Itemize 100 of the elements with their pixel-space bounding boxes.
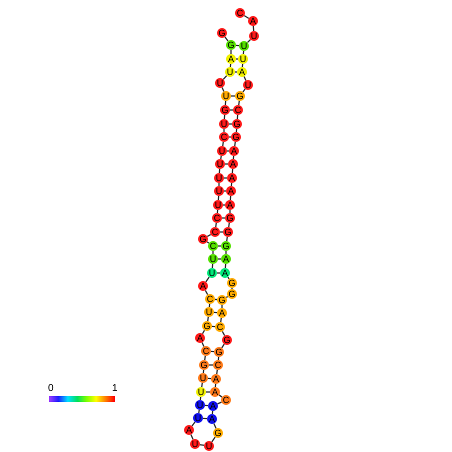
nucleotide-circle: G xyxy=(199,360,209,370)
scale-label: 1 xyxy=(112,384,118,394)
nucleotide-circle: A xyxy=(228,159,238,169)
nucleotide-circle: G xyxy=(225,213,235,223)
backbone-line xyxy=(215,222,217,228)
nucleotide-circle: G xyxy=(221,241,231,251)
backbone-line xyxy=(211,436,216,442)
nucleotide-circle: C xyxy=(213,360,223,370)
nucleotide-circle: A xyxy=(226,186,236,196)
backbone-line xyxy=(201,382,203,388)
nucleotide-circle: C xyxy=(233,105,243,115)
nucleotide-circle: U xyxy=(217,146,227,156)
nucleotide-circle: C xyxy=(201,346,211,356)
backbone-line xyxy=(231,288,233,289)
backbone-line xyxy=(220,156,222,160)
backbone-line xyxy=(206,241,210,244)
backbone-line xyxy=(207,316,209,322)
nucleotide-circle: U xyxy=(219,119,229,129)
nucleotide-circle: A xyxy=(237,67,247,77)
nucleotide-circle: C xyxy=(212,213,222,223)
nucleotide-circle: C xyxy=(235,8,245,18)
nucleotide-circle: U xyxy=(249,31,259,41)
backbone-line xyxy=(204,356,206,360)
backbone-line xyxy=(222,75,228,80)
backbone-line xyxy=(228,222,230,228)
nucleotide-circle: A xyxy=(195,333,205,343)
backbone-line xyxy=(221,344,225,348)
nucleotide-circle: U xyxy=(190,439,200,449)
backbone-line xyxy=(218,394,222,398)
nucleotide-circle: C xyxy=(205,294,215,304)
nucleotide-circle: A xyxy=(211,374,221,384)
nucleotide-circle: G xyxy=(226,40,236,50)
backbone-line xyxy=(220,318,222,322)
nucleotide-circle: U xyxy=(214,173,224,183)
nucleotide-circle: A xyxy=(184,425,194,435)
backbone-line xyxy=(191,422,196,426)
nucleotide-circle: G xyxy=(220,105,230,115)
backbone-line xyxy=(234,142,236,146)
nucleotide-circle: C xyxy=(219,132,229,142)
nucleotide-circle: G xyxy=(214,347,224,357)
nucleotide-circle: U xyxy=(207,268,217,278)
backbone-line xyxy=(252,26,254,32)
nucleotide-circle: U xyxy=(239,41,249,51)
nucleotide-circle: U xyxy=(196,387,206,397)
nucleotide-circle: G xyxy=(202,321,212,331)
nucleotide-circle: G xyxy=(222,335,232,345)
backbone-line xyxy=(217,402,222,404)
nucleotide-circle: G xyxy=(198,234,208,244)
nucleotide-circle: U xyxy=(221,91,231,101)
nucleotide-circle: U xyxy=(243,80,253,90)
backbone-line xyxy=(204,290,208,295)
nucleotide-circle: U xyxy=(195,400,205,410)
nucleotide-circle: G xyxy=(231,132,241,142)
nucleotide-circle: U xyxy=(214,186,224,196)
backbone-line xyxy=(213,423,217,429)
nucleotide-circle: G xyxy=(232,119,242,129)
backbone-line xyxy=(222,142,224,146)
nucleotide-circle: U xyxy=(204,441,214,451)
nucleotide-circle: U xyxy=(208,254,218,264)
nucleotide-circle: A xyxy=(221,254,231,264)
nucleotide-circle: C xyxy=(208,241,218,251)
nucleotide-circle: A xyxy=(198,281,208,291)
backbone-line xyxy=(216,370,218,374)
backbone-line xyxy=(227,276,230,280)
backbone-line xyxy=(198,410,200,414)
nucleotide-circle: G xyxy=(227,289,237,299)
nucleotide-circle: A xyxy=(227,173,237,183)
nucleotide-circle: U xyxy=(238,54,248,64)
nucleotide-circle: C xyxy=(221,395,231,405)
backbone-line xyxy=(202,342,204,347)
nucleotide-circle: G xyxy=(213,428,223,438)
nucleotide-circle: U xyxy=(193,413,203,423)
nucleotide-circle: U xyxy=(198,373,208,383)
nucleotide-circle: A xyxy=(217,308,227,318)
nucleotide-circle: A xyxy=(210,387,220,397)
nucleotide-circle: G xyxy=(223,227,233,237)
nucleotide-circle: A xyxy=(248,16,258,26)
backbone-line xyxy=(238,100,240,106)
nucleotide-circle: C xyxy=(215,322,225,332)
nucleotide-circle: C xyxy=(210,227,220,237)
nucleotide-circle: A xyxy=(225,200,235,210)
nucleotide-circle: A xyxy=(220,268,230,278)
backbone-line xyxy=(222,331,226,336)
backbone-line xyxy=(222,87,224,92)
nucleotide-circle: U xyxy=(215,159,225,169)
backbone-line xyxy=(226,236,228,242)
nucleotide-circle: U xyxy=(204,307,214,317)
nucleotide-circle: G xyxy=(217,295,227,305)
nucleotide-circle: U xyxy=(225,67,235,77)
nucleotide-circle: A xyxy=(226,54,236,64)
nucleotide-circle: U xyxy=(215,78,225,88)
backbone-line xyxy=(244,76,246,81)
backbone-line xyxy=(200,444,204,446)
nucleotide-circle: G xyxy=(227,278,237,288)
nucleotide-circle: G xyxy=(217,28,227,38)
nucleotide-circle: U xyxy=(213,200,223,210)
scale-label: 0 xyxy=(48,384,54,394)
nucleotide-circle: A xyxy=(208,401,218,411)
nucleotide-circle: A xyxy=(229,146,239,156)
backbone-line xyxy=(190,434,194,440)
